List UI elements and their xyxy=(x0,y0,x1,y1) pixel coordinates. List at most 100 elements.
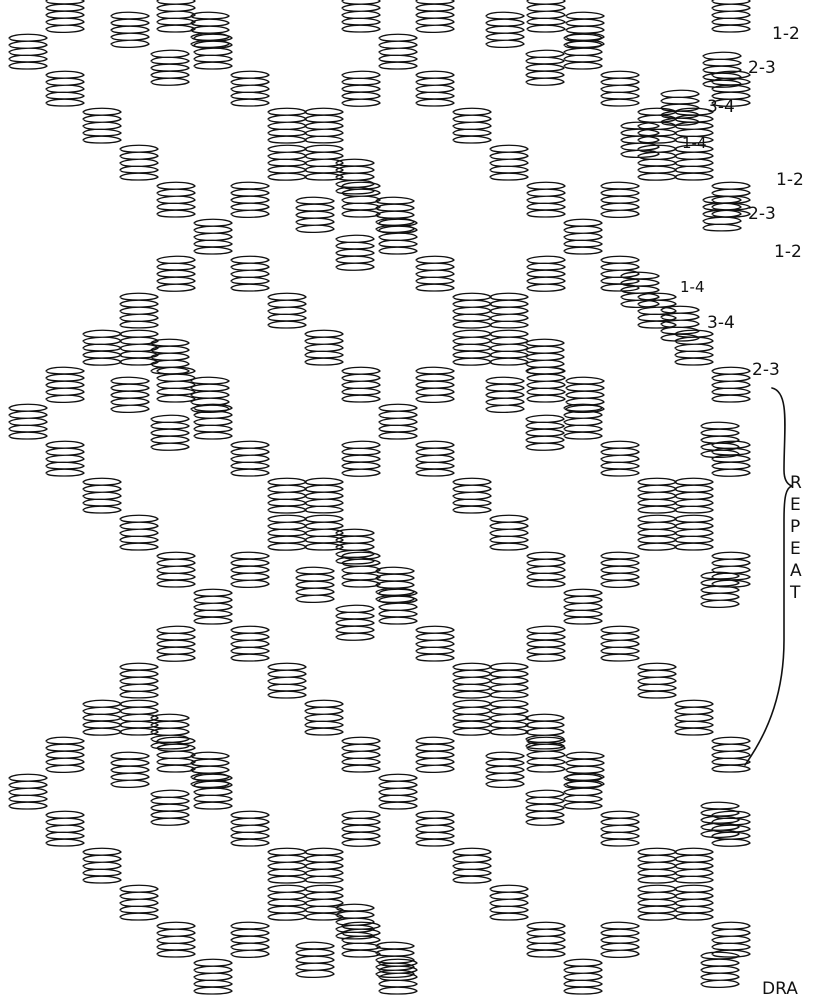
thread-float-icon xyxy=(526,339,564,374)
thread-float-icon xyxy=(111,12,149,47)
thread-float-icon xyxy=(701,572,739,607)
thread-float-icon xyxy=(453,330,491,365)
repeat-letter: P xyxy=(790,517,800,537)
thread-float-icon xyxy=(9,774,47,809)
thread-float-icon xyxy=(120,293,158,328)
repeat-letter: R xyxy=(790,473,802,493)
thread-float-icon xyxy=(157,182,195,217)
tieup-label: 1-2 xyxy=(776,170,804,190)
thread-float-icon xyxy=(701,422,739,457)
thread-float-icon xyxy=(342,811,380,846)
thread-float-icon xyxy=(151,790,189,825)
thread-float-icon xyxy=(268,848,306,883)
thread-float-icon xyxy=(490,885,528,920)
thread-float-icon xyxy=(342,367,380,402)
thread-float-icon xyxy=(231,811,269,846)
thread-float-icon xyxy=(490,330,528,365)
thread-float-icon xyxy=(486,12,524,47)
thread-float-icon xyxy=(296,942,334,977)
thread-float-icon xyxy=(305,848,343,883)
thread-float-icon xyxy=(268,293,306,328)
thread-float-icon xyxy=(9,34,47,69)
thread-float-icon xyxy=(703,196,741,231)
thread-float-icon xyxy=(416,441,454,476)
thread-float-icon xyxy=(527,922,565,957)
thread-float-icon xyxy=(336,605,374,640)
thread-float-icon xyxy=(46,0,84,32)
tieup-label: 1-4 xyxy=(680,278,705,296)
thread-float-icon xyxy=(416,71,454,106)
thread-float-icon xyxy=(712,737,750,772)
thread-float-icon xyxy=(601,552,639,587)
thread-float-icon xyxy=(486,752,524,787)
thread-float-icon xyxy=(194,959,232,994)
tieup-label: 1-2 xyxy=(772,24,800,44)
thread-float-icon xyxy=(83,478,121,513)
thread-float-icon xyxy=(453,293,491,328)
thread-float-icon xyxy=(157,922,195,957)
thread-float-icon xyxy=(231,441,269,476)
thread-float-icon xyxy=(46,737,84,772)
thread-float-icon xyxy=(601,811,639,846)
thread-float-icon xyxy=(601,182,639,217)
thread-float-icon xyxy=(268,108,306,143)
thread-float-icon xyxy=(526,50,564,85)
thread-float-icon xyxy=(527,626,565,661)
thread-float-icon xyxy=(526,415,564,450)
thread-float-icon xyxy=(120,515,158,550)
thread-float-icon xyxy=(194,404,232,439)
thread-float-icon xyxy=(712,182,750,217)
repeat-letter: E xyxy=(790,539,801,559)
thread-float-icon xyxy=(151,50,189,85)
thread-float-icon xyxy=(490,515,528,550)
thread-float-icon xyxy=(527,552,565,587)
thread-float-icon xyxy=(712,367,750,402)
thread-float-icon xyxy=(379,34,417,69)
thread-float-icon xyxy=(416,626,454,661)
thread-float-icon xyxy=(336,235,374,270)
thread-float-icon xyxy=(83,700,121,735)
thread-float-icon xyxy=(638,848,676,883)
thread-float-icon xyxy=(638,663,676,698)
thread-float-icon xyxy=(305,108,343,143)
thread-float-icon xyxy=(268,885,306,920)
thread-float-icon xyxy=(151,415,189,450)
thread-float-icon xyxy=(151,339,189,374)
thread-float-icon xyxy=(601,922,639,957)
thread-float-icon xyxy=(305,515,343,550)
thread-float-icon xyxy=(601,441,639,476)
thread-float-icon xyxy=(564,219,602,254)
tieup-label: 2-3 xyxy=(752,360,780,380)
thread-float-icon xyxy=(120,700,158,735)
thread-float-icon xyxy=(46,367,84,402)
tieup-label: 3-4 xyxy=(707,97,735,117)
thread-float-icon xyxy=(157,256,195,291)
thread-float-icon xyxy=(379,774,417,809)
thread-float-icon xyxy=(453,108,491,143)
repeat-letter: A xyxy=(790,561,802,581)
repeat-brace xyxy=(745,388,792,765)
thread-float-icon xyxy=(675,885,713,920)
thread-float-icon xyxy=(416,367,454,402)
thread-float-icon xyxy=(490,145,528,180)
thread-float-icon xyxy=(342,71,380,106)
thread-float-icon xyxy=(46,71,84,106)
thread-float-icon xyxy=(527,0,565,32)
thread-float-icon xyxy=(486,377,524,412)
thread-float-icon xyxy=(416,256,454,291)
thread-float-icon xyxy=(342,737,380,772)
tieup-label: 1-4 xyxy=(682,134,707,152)
thread-float-icon xyxy=(46,441,84,476)
thread-float-icon xyxy=(564,404,602,439)
thread-float-icon xyxy=(157,552,195,587)
thread-float-icon xyxy=(111,377,149,412)
float-blocks xyxy=(9,0,750,994)
tieup-label: 2-3 xyxy=(748,58,776,78)
thread-float-icon xyxy=(490,663,528,698)
signature: DRA xyxy=(762,979,798,999)
thread-float-icon xyxy=(526,790,564,825)
thread-float-icon xyxy=(268,478,306,513)
thread-float-icon xyxy=(527,256,565,291)
thread-float-icon xyxy=(675,700,713,735)
